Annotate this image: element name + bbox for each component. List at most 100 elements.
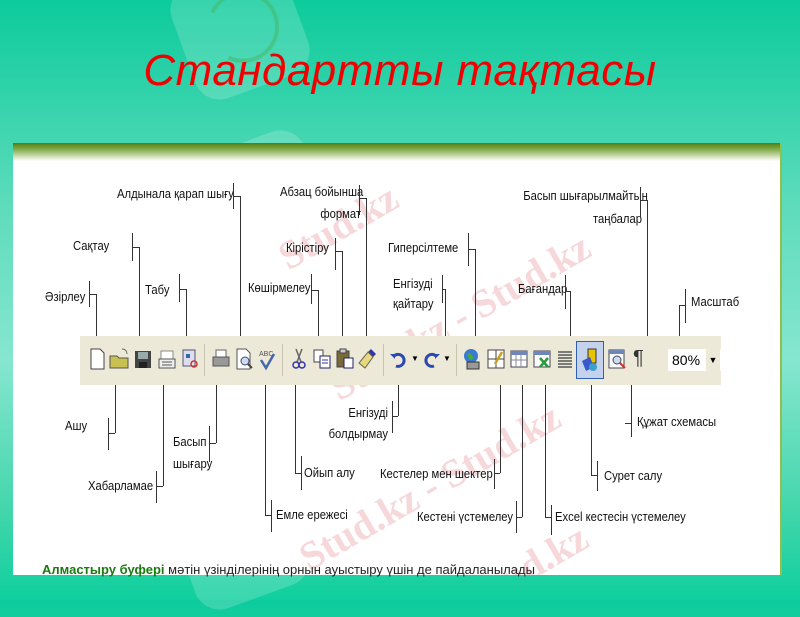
format-painter-icon[interactable] xyxy=(357,346,379,372)
open-folder-icon[interactable] xyxy=(108,346,130,372)
toolbar-separator xyxy=(383,344,384,376)
label-non-printing-chars: Басып шығарылмайтын таңбалар xyxy=(523,189,648,227)
leader-line xyxy=(311,290,318,291)
print-preview-icon[interactable] xyxy=(233,346,255,372)
label-line-1: Енгізуді xyxy=(393,277,433,291)
find-icon[interactable] xyxy=(179,346,201,372)
leader-line xyxy=(335,238,336,270)
caption-rest: мәтін үзінділерінің орнын ауыстыру үшін … xyxy=(164,562,535,577)
slide-title: Стандартты тақтасы xyxy=(143,46,657,95)
label-line-2: таңбалар xyxy=(592,212,642,226)
leader-line xyxy=(640,187,641,217)
panel-header-bar xyxy=(13,143,780,161)
leader-line xyxy=(500,385,501,473)
label-open: Ашу xyxy=(65,419,88,433)
leader-line xyxy=(115,385,116,433)
leader-line xyxy=(318,290,319,336)
leader-line xyxy=(679,305,685,306)
leader-line xyxy=(591,385,592,475)
label-format-painter: Абзац бойынша формат xyxy=(280,185,363,222)
leader-line xyxy=(625,423,631,424)
leader-line xyxy=(295,473,301,474)
toolbar-separator xyxy=(282,344,283,376)
leader-line xyxy=(132,247,139,248)
leader-line xyxy=(233,196,240,197)
redo-icon[interactable] xyxy=(420,346,442,372)
leader-line xyxy=(640,200,647,201)
label-undo: Енгізуді болдырмау xyxy=(321,406,388,442)
leader-line xyxy=(647,200,648,336)
zoom-dropdown-icon[interactable]: ▼ xyxy=(706,349,720,371)
leader-line xyxy=(551,505,552,535)
leader-line xyxy=(565,275,566,309)
leader-line xyxy=(240,196,241,336)
leader-line xyxy=(163,385,164,486)
leader-line xyxy=(359,198,366,199)
label-find: Табу xyxy=(145,283,170,297)
paste-icon[interactable] xyxy=(334,346,356,372)
label-document-map: Құжат схемасы xyxy=(637,415,717,429)
leader-line xyxy=(342,251,343,336)
leader-line xyxy=(359,185,360,215)
leader-line xyxy=(565,291,570,292)
leader-line xyxy=(311,274,312,304)
label-spelling: Емле ережесі xyxy=(276,508,348,522)
new-document-icon[interactable] xyxy=(86,346,108,372)
spelling-icon[interactable]: ABC xyxy=(256,346,278,372)
leader-line xyxy=(475,249,476,336)
tables-borders-icon[interactable] xyxy=(485,346,507,372)
mail-icon[interactable] xyxy=(156,346,178,372)
drawing-button[interactable] xyxy=(576,341,604,379)
leader-line xyxy=(265,515,271,516)
label-columns: Бағандар xyxy=(518,282,568,296)
leader-line xyxy=(89,294,96,295)
label-save: Сақтау xyxy=(73,239,110,253)
leader-line xyxy=(545,517,551,518)
leader-line xyxy=(186,289,187,336)
undo-dropdown-icon[interactable]: ▼ xyxy=(411,354,419,363)
leader-line xyxy=(209,426,210,462)
leader-line xyxy=(179,289,186,290)
label-line-2: болдырмау xyxy=(328,427,388,441)
label-cut: Ойып алу xyxy=(304,466,355,480)
leader-line xyxy=(522,385,523,517)
insert-table-icon[interactable] xyxy=(508,346,530,372)
leader-line xyxy=(631,385,632,423)
standard-toolbar: ABC ▼ ▼ ¶ 80% xyxy=(80,336,722,385)
insert-excel-icon[interactable] xyxy=(531,346,553,372)
label-tables-borders: Кестелер мен шектер xyxy=(380,467,493,481)
columns-icon[interactable] xyxy=(554,346,576,372)
print-icon[interactable] xyxy=(210,346,232,372)
label-hyperlink: Гиперсілтеме xyxy=(388,241,459,255)
label-copy: Көшірмелеу xyxy=(248,281,311,295)
save-icon[interactable] xyxy=(132,346,154,372)
leader-line xyxy=(494,473,500,474)
leader-line xyxy=(209,443,216,444)
label-redo: Енгізуді қайтару xyxy=(393,277,434,312)
label-print: Басып шығару xyxy=(173,435,212,472)
leader-line xyxy=(679,305,680,336)
cut-scissors-icon[interactable] xyxy=(288,346,310,372)
leader-line xyxy=(156,471,157,503)
hyperlink-globe-icon[interactable] xyxy=(461,346,483,372)
copy-icon[interactable] xyxy=(311,346,333,372)
show-hide-pilcrow-icon[interactable]: ¶ xyxy=(633,347,644,369)
leader-line xyxy=(398,385,399,416)
svg-text:ABC: ABC xyxy=(259,351,273,358)
leader-line xyxy=(591,475,597,476)
label-line-1: Басып xyxy=(173,435,207,449)
leader-line xyxy=(96,294,97,336)
redo-dropdown-icon[interactable]: ▼ xyxy=(443,354,451,363)
leader-line xyxy=(494,459,495,489)
label-line-1: Басып шығарылмайтын xyxy=(523,189,648,203)
undo-icon[interactable] xyxy=(388,346,410,372)
document-map-icon[interactable] xyxy=(606,346,628,372)
drawing-shapes-icon xyxy=(582,348,597,371)
label-new: Әзірлеу xyxy=(45,290,86,304)
leader-line xyxy=(271,500,272,532)
leader-line xyxy=(685,289,686,323)
leader-line xyxy=(570,291,571,336)
label-paste: Кірістіру xyxy=(286,241,329,255)
leader-line xyxy=(108,418,109,450)
leader-line xyxy=(392,416,398,417)
